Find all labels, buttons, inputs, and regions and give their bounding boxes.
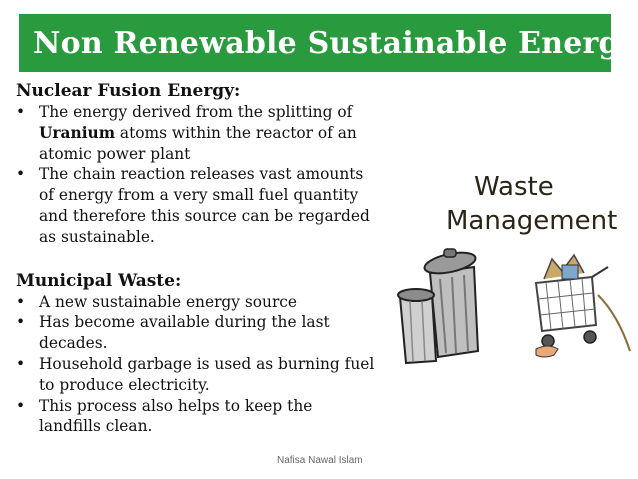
bullet-icon: • [16, 103, 26, 121]
nuclear-list: • The energy derived from the splitting … [16, 102, 376, 248]
municipal-list: •A new sustainable energy source •Has be… [16, 292, 376, 438]
list-item: •Household garbage is used as burning fu… [16, 354, 375, 394]
list-item: •A new sustainable energy source [16, 292, 298, 311]
waste-caption-line2: Management [446, 206, 617, 236]
nuclear-heading: Nuclear Fusion Energy: [16, 81, 241, 101]
list-item: •This process also helps to keep the lan… [16, 396, 313, 436]
trash-can-icon [397, 288, 438, 365]
list-item: •Has become available during the last de… [16, 313, 330, 353]
bullet-icon: • [16, 396, 26, 415]
slide-title: Non Renewable Sustainable Energy [33, 25, 638, 61]
title-bar: Non Renewable Sustainable Energy [19, 14, 637, 72]
bullet-icon: • [16, 165, 26, 184]
list-item: • The chain reaction releases vast amoun… [16, 165, 370, 246]
uranium-emphasis: Uranium [39, 123, 116, 142]
municipal-heading: Municipal Waste: [16, 270, 182, 291]
waste-caption-line1: Waste [474, 172, 554, 202]
footer-author: Nafisa Nawal Islam [277, 455, 363, 466]
bullet-icon: • [16, 354, 26, 373]
shopping-cart-icon [534, 253, 631, 358]
bullet-icon: • [16, 292, 26, 311]
bullet-icon: • [16, 313, 26, 332]
waste-management-clipart: Waste Management [397, 172, 631, 365]
list-item: • The energy derived from the splitting … [16, 103, 357, 163]
slide-content: Nuclear Fusion Energy: • The energy deri… [16, 80, 376, 437]
trash-can-icon [423, 248, 480, 359]
